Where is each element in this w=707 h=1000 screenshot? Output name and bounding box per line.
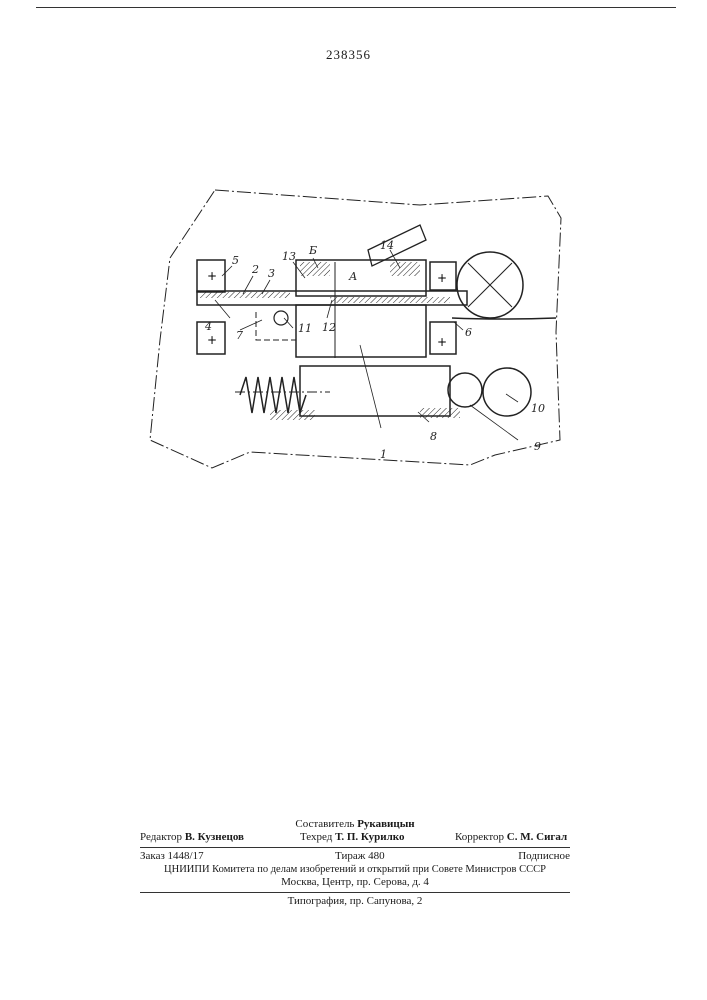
patent-number: 238356 <box>326 47 371 63</box>
compiler-line: Составитель Рукавицын <box>140 818 570 831</box>
imprint-footer: Составитель Рукавицын Редактор В. Кузнец… <box>140 818 570 908</box>
top-rule <box>36 7 676 8</box>
address: Москва, Центр, пр. Серова, д. 4 <box>140 876 570 889</box>
editor-credit: Редактор В. Кузнецов <box>140 831 244 844</box>
label-13: 13 <box>282 250 296 263</box>
printer: Типография, пр. Сапунова, 2 <box>140 895 570 908</box>
label-5: 5 <box>232 254 239 267</box>
divider-1 <box>140 847 570 848</box>
credits-line: Редактор В. Кузнецов Техред Т. П. Курилк… <box>140 831 570 844</box>
web-line <box>452 318 556 319</box>
order-line: Заказ 1448/17 Тираж 480 Подписное <box>140 850 570 863</box>
technical-drawing: + + + + <box>140 180 570 480</box>
svg-text:+: + <box>437 271 447 285</box>
cylinder-hatch-2 <box>390 262 420 276</box>
rod-hatch-right <box>330 297 450 303</box>
label-9: 9 <box>534 440 541 453</box>
label-7: 7 <box>236 329 243 342</box>
spring <box>240 377 306 413</box>
label-b: Б <box>308 244 317 257</box>
label-6: 6 <box>465 326 472 339</box>
lower-slide-hatch-2 <box>420 408 460 418</box>
corrector-credit: Корректор С. М. Сигал <box>455 831 567 844</box>
label-14: 14 <box>380 239 394 252</box>
label-8: 8 <box>430 430 437 443</box>
svg-text:+: + <box>207 269 217 283</box>
label-11: 11 <box>298 322 312 335</box>
circulation: Тираж 480 <box>335 850 385 863</box>
label-2: 2 <box>251 263 259 276</box>
roller-lower <box>483 368 531 416</box>
label-4: 4 <box>204 320 212 333</box>
divider-2 <box>140 892 570 893</box>
label-a: А <box>348 270 357 283</box>
rod-hatch-left <box>200 292 290 298</box>
svg-text:+: + <box>437 335 447 349</box>
subscription: Подписное <box>518 850 570 863</box>
label-1: 1 <box>380 448 387 461</box>
order-number: Заказ 1448/17 <box>140 850 204 863</box>
label-3: 3 <box>268 267 275 280</box>
label-10: 10 <box>531 402 545 415</box>
tech-credit: Техред Т. П. Курилко <box>300 831 404 844</box>
label-12: 12 <box>322 321 336 334</box>
organization: ЦНИИПИ Комитета по делам изобретений и о… <box>140 863 570 876</box>
roller-lower-small <box>448 373 482 407</box>
svg-text:+: + <box>207 333 217 347</box>
cylinder-hatch <box>300 262 330 276</box>
